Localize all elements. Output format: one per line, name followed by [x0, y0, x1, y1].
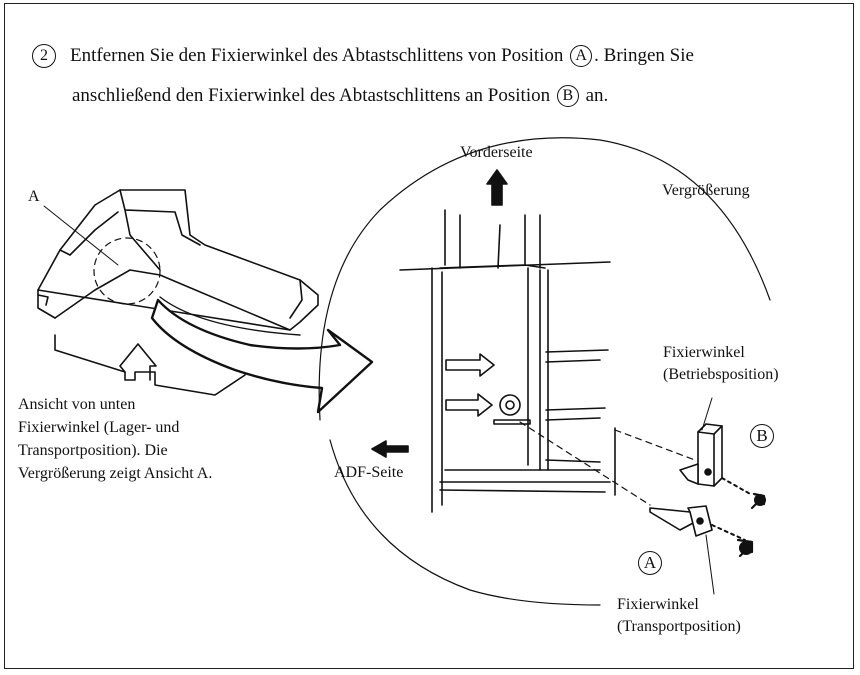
- vorderseite-label: Vorderseite: [460, 144, 533, 161]
- bracket-a-label-line1: Fixierwinkel: [617, 596, 699, 613]
- bracket-a-marker: A: [638, 551, 662, 575]
- view-a-circle: [93, 237, 161, 305]
- bracket-b-label-line1: Fixierwinkel: [663, 344, 745, 361]
- bracket-a: [649, 505, 754, 558]
- page-frame: [4, 3, 854, 669]
- bracket-b-marker: B: [750, 424, 774, 448]
- caption-line-1: Ansicht von unten: [18, 396, 136, 413]
- caption-line-3: Transportposition). Die: [18, 442, 168, 459]
- big-arrow: [150, 296, 374, 414]
- caption-line-2: Fixierwinkel (Lager- und: [18, 419, 180, 436]
- adf-seite-label: ADF-Seite: [334, 464, 404, 481]
- enlarged-view: [318, 137, 771, 606]
- position-a-marker: A: [570, 45, 593, 67]
- bracket-b-label-line2: (Betriebsposition): [663, 366, 779, 383]
- left-view-caption: Ansicht von unten Fixierwinkel (Lager- u…: [18, 393, 212, 485]
- position-b-marker: B: [556, 85, 579, 107]
- bracket-b: [679, 423, 766, 510]
- vorderseite-arrow: [486, 169, 508, 206]
- instruction-line-2: anschließend den Fixierwinkel des Abtast…: [72, 85, 609, 107]
- label-a: A: [28, 188, 40, 205]
- label-a-leader: [43, 205, 119, 266]
- caption-line-4: Vergrößerung zeigt Ansicht A.: [18, 465, 213, 482]
- adf-arrow: [371, 440, 409, 458]
- carriage-bottom-view: [37, 189, 319, 396]
- vergroesserung-label: Vergrößerung: [662, 182, 750, 199]
- bracket-a-label-line2: (Transportposition): [617, 618, 741, 635]
- step-number: 2: [32, 44, 56, 68]
